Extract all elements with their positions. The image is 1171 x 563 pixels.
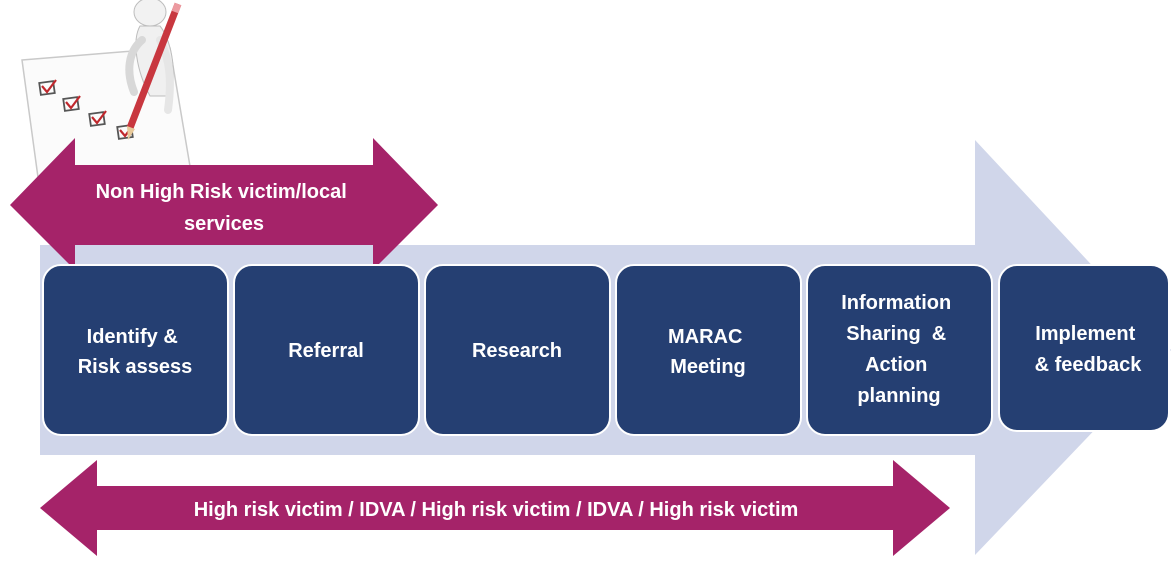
step-info-line-1: Information: [841, 292, 951, 314]
svg-text:Information Sharing &: Information Sharing & Action planning: [841, 292, 957, 407]
step-info-line-2: Sharing &: [846, 323, 946, 345]
non-high-risk-label-line-2: services: [184, 213, 264, 235]
svg-text:Referral: Referral: [288, 340, 364, 362]
step-marac-line-1: MARAC: [668, 326, 742, 348]
non-high-risk-pathway-arrow: [10, 138, 438, 270]
step-identify-line-1: Identify &: [87, 326, 178, 348]
step-identify-line-2: Risk assess: [78, 356, 193, 378]
step-marac-meeting: MARAC Meeting: [615, 264, 802, 436]
non-high-risk-pathway-label: Non High Risk victim/local services: [96, 181, 353, 235]
non-high-risk-label-line-1: Non High Risk victim/local: [96, 181, 347, 203]
svg-text:Research: Research: [472, 340, 562, 362]
step-info-line-3: Action: [865, 354, 927, 376]
high-risk-pathway-label: High risk victim / IDVA / High risk vict…: [194, 499, 799, 521]
svg-text:Implement & feedback: Implement & feedback: [1035, 323, 1143, 376]
step-info-line-4: planning: [857, 385, 940, 407]
high-risk-pathway-arrow: [40, 460, 950, 556]
step-implement-feedback: Implement & feedback: [998, 264, 1170, 432]
step-implement-line-2: & feedback: [1035, 354, 1143, 376]
svg-text:Identify & Risk assess: Identify & Risk assess: [78, 326, 193, 378]
step-implement-line-1: Implement: [1035, 323, 1135, 345]
step-research: Research: [424, 264, 611, 436]
step-marac-line-2: Meeting: [670, 356, 746, 378]
step-information-sharing: Information Sharing & Action planning: [806, 264, 993, 436]
step-referral: Referral: [233, 264, 420, 436]
step-identify-risk-assess: Identify & Risk assess: [42, 264, 229, 436]
step-research-label: Research: [472, 340, 562, 362]
svg-text:MARAC Meeting: MARAC Meeting: [668, 326, 748, 378]
step-referral-label: Referral: [288, 340, 364, 362]
